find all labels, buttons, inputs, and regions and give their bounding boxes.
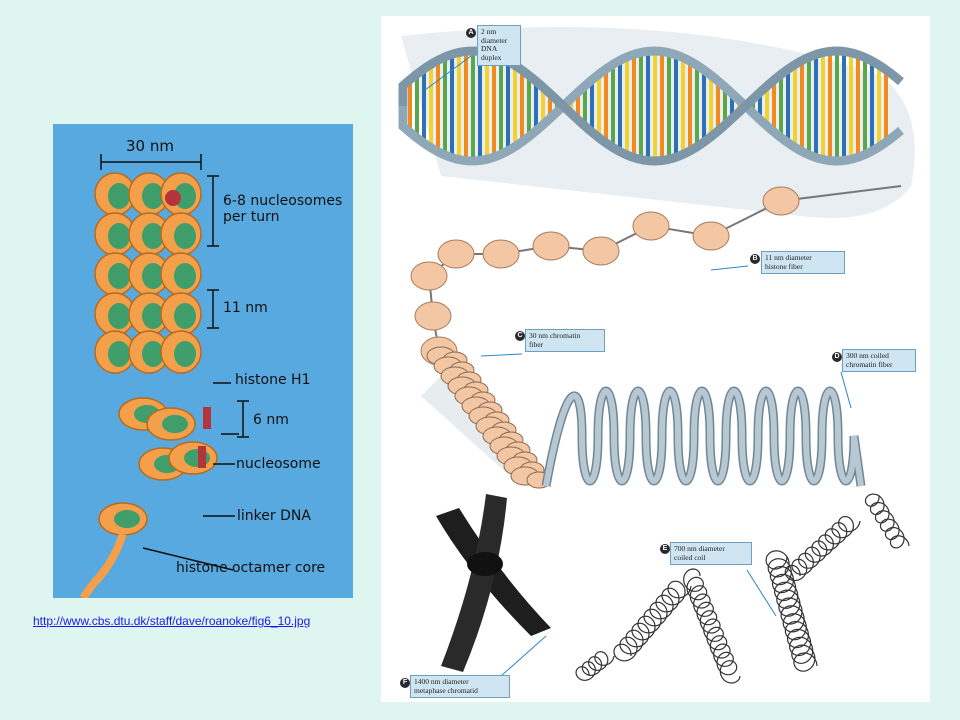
octamer-core: [142, 263, 164, 289]
histone-bead: [582, 236, 620, 266]
callout-leader-lines: [424, 55, 852, 677]
histone-bead: [414, 301, 452, 331]
histone-bead: [482, 239, 520, 269]
histone-bead: [532, 231, 570, 261]
coiled-chromatin-fiber: [541, 386, 866, 487]
octamer-core: [184, 449, 210, 467]
metaphase-chromosome: [436, 494, 551, 672]
octamer-core: [108, 183, 130, 209]
callout-badge-b: B: [750, 254, 760, 264]
dimension-11nm-label: 11 nm: [223, 300, 268, 316]
histone-h1-marker: [203, 407, 211, 429]
chromatid-arm: [441, 494, 507, 672]
octamer-core: [142, 341, 164, 367]
octamer-core: [142, 183, 164, 209]
histone-bead: [762, 186, 800, 216]
callout-11nm-fiber: 11 nm diameter histone fiber: [761, 251, 845, 275]
histone-h1-marker: [198, 446, 206, 468]
dimension-6nm-label: 6 nm: [253, 412, 289, 428]
octamer-core: [174, 303, 196, 329]
octamer-core: [174, 341, 196, 367]
histone-bead: [437, 239, 475, 269]
linker-dna-strand: [79, 532, 127, 598]
histone-bead-string: [410, 185, 902, 366]
octamer-core: [174, 223, 196, 249]
callout-1400nm-chromatid: 1400 nm diameter metaphase chromatid: [410, 675, 510, 699]
source-url-link[interactable]: http://www.cbs.dtu.dk/staff/dave/roanoke…: [33, 614, 311, 628]
histone-bead: [410, 261, 448, 291]
octamer-core: [108, 223, 130, 249]
coil-spring: [613, 580, 692, 662]
coil-spring: [864, 493, 910, 549]
octamer-core: [108, 341, 130, 367]
linker-dna-label: linker DNA: [237, 508, 311, 524]
coiled-coil-loop: [575, 493, 910, 684]
octamer-core: [108, 303, 130, 329]
histone-h1-marker: [165, 190, 181, 206]
callout-30nm-fiber: 30 nm chromatin fiber: [525, 329, 605, 353]
nucleosome-fiber-stack: [79, 172, 218, 598]
octamer-core: [162, 415, 188, 433]
histone-bead: [632, 211, 670, 241]
callout-2nm-dna: 2 nm diameter DNA duplex: [477, 25, 521, 66]
callout-badge-a: A: [466, 28, 476, 38]
nucleosomes-per-turn-label: 6-8 nucleosomes per turn: [223, 193, 343, 226]
coil-spring: [575, 651, 615, 681]
histone-octamer-core-label: histone octamer core: [176, 560, 326, 576]
callout-badge-f: F: [400, 678, 410, 688]
octamer-core: [174, 263, 196, 289]
coiled-fiber-fill: [543, 388, 864, 487]
histone-bead: [692, 221, 730, 251]
solenoid-diagram-panel: 30 nm 6-8 nucleosomes per turn 11 nm his…: [53, 124, 353, 598]
dimension-marks: [100, 154, 249, 571]
chromatin-levels-panel: A 2 nm diameter DNA duplex B 11 nm diame…: [381, 16, 930, 702]
histone-h1-label: histone H1: [235, 372, 311, 388]
chromatin-30nm-fiber: [426, 346, 552, 489]
callout-badge-c: C: [515, 331, 525, 341]
octamer-core: [108, 263, 130, 289]
centromere: [467, 552, 503, 576]
callout-badge-d: D: [832, 352, 842, 362]
callout-300nm-coil: 300 nm coiled chromatin fiber: [842, 349, 916, 373]
coil-spring: [765, 550, 818, 672]
coil-spring: [683, 568, 741, 684]
nucleosome-label: nucleosome: [236, 456, 321, 472]
octamer-core: [114, 510, 140, 528]
dimension-30nm-label: 30 nm: [126, 137, 174, 155]
callout-700nm-coil: 700 nm diameter coiled coil: [670, 542, 752, 566]
octamer-core: [142, 223, 164, 249]
coil-spring: [784, 515, 861, 582]
solenoid-diagram: [79, 154, 249, 598]
octamer-core: [142, 303, 164, 329]
dna-backbone: [398, 46, 904, 166]
callout-badge-e: E: [660, 544, 670, 554]
